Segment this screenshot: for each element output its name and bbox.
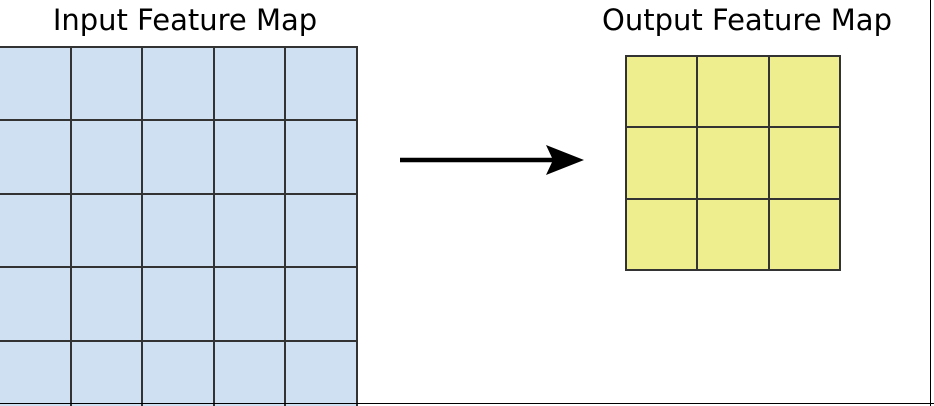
input-feature-map-grid <box>0 46 358 406</box>
input-feature-map-title: Input Feature Map <box>52 3 318 37</box>
input-cell <box>143 121 213 193</box>
input-cell <box>286 268 356 340</box>
output-cell <box>627 199 697 269</box>
output-feature-map-grid <box>625 55 841 271</box>
input-cell <box>286 194 356 267</box>
input-cell <box>286 121 356 193</box>
input-cell <box>143 268 213 340</box>
input-cell <box>0 194 70 267</box>
input-cell <box>143 48 213 120</box>
input-cell <box>214 121 285 193</box>
output-cell <box>627 57 697 127</box>
input-cell <box>71 48 142 120</box>
input-cell <box>0 48 70 120</box>
arrow-head <box>546 145 584 175</box>
input-cell <box>143 194 213 267</box>
input-cell <box>0 268 70 340</box>
right-arrow-icon <box>400 145 584 175</box>
output-cell <box>698 57 768 127</box>
output-cell <box>627 128 697 198</box>
input-cell <box>214 194 285 267</box>
input-cell <box>0 121 70 193</box>
output-cell <box>769 199 839 269</box>
input-cell <box>214 341 285 406</box>
input-cell <box>0 341 70 406</box>
output-cell <box>698 199 768 269</box>
input-cell <box>286 341 356 406</box>
canvas-bottom-border <box>0 403 934 404</box>
output-feature-map-title: Output Feature Map <box>602 3 892 37</box>
input-cell <box>214 268 285 340</box>
input-cell <box>71 268 142 340</box>
input-cell <box>286 48 356 120</box>
input-cell <box>143 341 213 406</box>
input-cell <box>214 48 285 120</box>
input-cell <box>71 121 142 193</box>
input-cell <box>71 341 142 406</box>
output-cell <box>769 128 839 198</box>
canvas-right-border <box>930 0 931 406</box>
output-cell <box>698 128 768 198</box>
input-cell <box>71 194 142 267</box>
output-cell <box>769 57 839 127</box>
